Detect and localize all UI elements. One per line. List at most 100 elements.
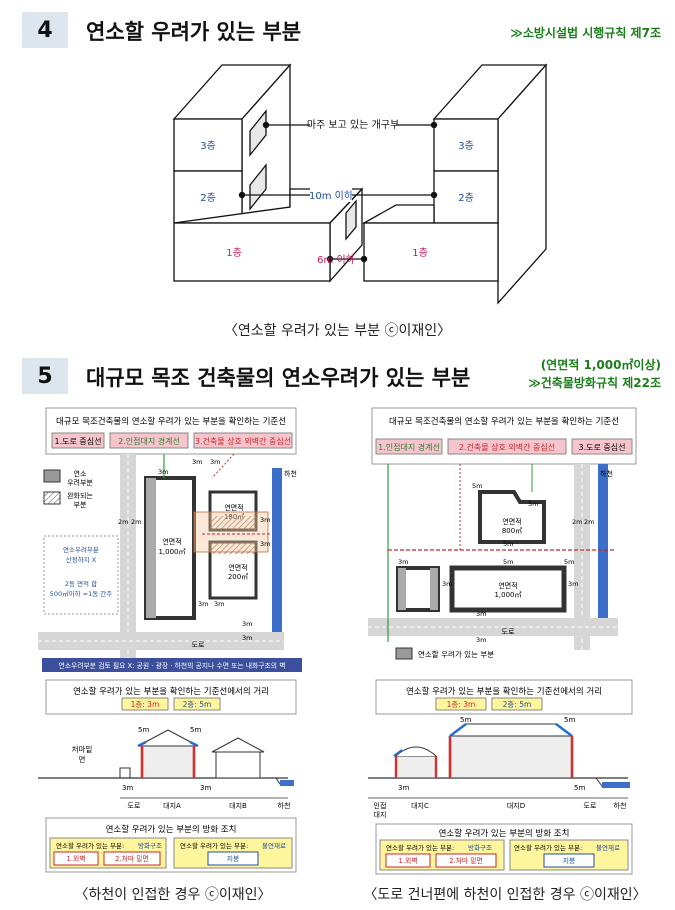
dim-3m: 3m xyxy=(122,784,133,792)
eaves-l1: 처마밑 xyxy=(72,745,93,754)
lot-adj-l2: 대지 xyxy=(374,810,387,819)
dim-3m: 3m xyxy=(476,636,486,644)
footnote: 연소우려부분 검토 필요 X: 공원 · 광장 · 하천의 공지나 수면 또는 … xyxy=(59,661,286,670)
measure-item-1: 1.외벽 xyxy=(67,854,86,863)
dim-3m: 3m xyxy=(158,468,168,476)
river-label: 하천 xyxy=(284,469,297,478)
measure-noncomb: 불연재료 xyxy=(596,843,620,852)
dim-5m: 5m xyxy=(472,482,482,490)
isometric-building-diagram: 마주 보고 있는 개구부 10m 이하 6m 이하 3층 2층 1층 3층 2층… xyxy=(172,63,548,305)
dim-2m: 2m xyxy=(572,518,582,526)
dim-5m: 5m xyxy=(190,726,201,734)
bldg-bottom-l2: 1,000㎡ xyxy=(494,591,521,599)
dim-3m: 3m xyxy=(242,634,252,642)
lot-a: 대지A xyxy=(163,801,181,810)
bldg-b-l2: 200㎡ xyxy=(228,573,248,581)
measure-fireproof-label: 연소할 우려가 있는 부분: xyxy=(56,841,124,850)
opening-label: 마주 보고 있는 개구부 xyxy=(307,119,399,131)
dim-5m: 5m xyxy=(528,500,538,508)
measure-noncomb: 불연재료 xyxy=(262,841,286,850)
dim-5m: 5m xyxy=(574,784,585,792)
measure-item-2: 2.처마 밑면 xyxy=(115,854,149,863)
lot-road: 도로 xyxy=(584,802,597,810)
dim-3m: 3m xyxy=(260,516,270,524)
left-panel-diagram: 대규모 목조건축물의 연소할 우려가 있는 부분을 확인하는 기준선 1.도로 … xyxy=(38,407,302,873)
dim-3m: 3m xyxy=(442,580,452,588)
distance-title: 연소할 우려가 있는 부분을 확인하는 기준선에서의 거리 xyxy=(406,686,602,697)
bldg-b-l1: 연면적 xyxy=(228,563,247,572)
dim-3m: 3m xyxy=(398,784,409,792)
legend-mitig-l1: 완화되는 xyxy=(67,491,93,500)
bldg-a-l1: 연면적 xyxy=(224,503,243,512)
regulation-reference: ≫소방시설법 시행규칙 제7조 xyxy=(510,26,661,40)
criterion-3: 3.도로 중심선 xyxy=(579,442,626,452)
dim-3m: 3m xyxy=(214,600,224,608)
section-title: 연소할 우려가 있는 부분 xyxy=(86,20,302,44)
dim-3m: 3m xyxy=(198,600,208,608)
distance-title: 연소할 우려가 있는 부분을 확인하는 기준선에서의 거리 xyxy=(73,686,269,697)
measure-item-1: 1.외벽 xyxy=(399,856,418,865)
legend-mitig-l2: 부분 xyxy=(74,501,87,509)
measure-roof: 지붕 xyxy=(563,856,576,865)
criterion-1: 1.도로 중심선 xyxy=(55,436,102,446)
river-label: 하천 xyxy=(600,469,613,478)
measure-roof: 지붕 xyxy=(227,854,240,863)
dim-3m: 3m xyxy=(398,558,408,566)
dist-2f: 2층: 5m xyxy=(183,700,212,709)
right-3f-front xyxy=(433,118,499,172)
dim-5m: 5m xyxy=(503,558,513,566)
left-caption: 〈하천이 인접한 경우 ⓒ이재인〉 xyxy=(74,887,272,903)
road-label: 도로 xyxy=(192,641,205,649)
legend-fire-l2: 우려부분 xyxy=(67,478,93,487)
distance-6m-label: 6m 이하 xyxy=(317,253,355,266)
measure-fireproof: 방화구조 xyxy=(468,843,492,852)
bldg-top-l1: 연면적 xyxy=(502,517,521,526)
dim-5m: 5m xyxy=(138,726,149,734)
lot-river: 하천 xyxy=(278,801,291,810)
criteria-header: 대규모 목조건축물의 연소할 우려가 있는 부분을 확인하는 기준선 xyxy=(389,416,619,427)
section4-caption: 〈연소할 우려가 있는 부분 ⓒ이재인〉 xyxy=(223,323,452,339)
lot-b: 대지B xyxy=(229,801,247,810)
measure-fireproof: 방화구조 xyxy=(138,841,162,850)
section-number: 4 xyxy=(22,12,68,48)
dim-3m: 3m xyxy=(568,580,578,588)
criterion-2: 2.건축물 상호 외벽간 중심선 xyxy=(459,442,555,452)
large-bldg-l2: 1,000㎡ xyxy=(158,548,185,556)
road-label: 도로 xyxy=(502,628,515,636)
regulation-reference: ≫건축물방화규칙 제22조 xyxy=(528,376,661,390)
dim-3m: 3m xyxy=(476,610,486,618)
lot-adj-l1: 인접 xyxy=(374,801,387,810)
bldg-top-l2: 800㎡ xyxy=(502,527,522,535)
measure-noncomb-label: 연소할 우려가 있는 부분: xyxy=(180,841,248,850)
dim-5m: 5m xyxy=(564,558,574,566)
note-l2: 산정하지 X xyxy=(66,555,97,564)
legend-fire-l1: 연소 xyxy=(74,470,87,478)
right-floor3-label: 3층 xyxy=(458,140,474,152)
measure-title: 연소할 우려가 있는 부분의 방화 조치 xyxy=(106,824,237,835)
section-title: 대규모 목조 건축물의 연소우려가 있는 부분 xyxy=(86,366,471,390)
dim-3m: 3m xyxy=(192,458,202,466)
lot-river: 하천 xyxy=(614,801,627,810)
dim-2m: 2m xyxy=(131,518,141,526)
dim-2m: 2m xyxy=(584,518,594,526)
dim-5m: 5m xyxy=(503,540,513,548)
bldg-bottom-l1: 연면적 xyxy=(498,581,517,590)
left-floor1-label: 1층 xyxy=(226,247,242,259)
note-l1: 연소우려부분 xyxy=(63,545,99,554)
right-1f-front xyxy=(363,222,499,282)
criterion-2: 2.인접대지 경계선 xyxy=(118,436,180,446)
measure-item-2: 2.처마 밑면 xyxy=(449,856,483,865)
left-floor3-label: 3층 xyxy=(200,140,216,152)
dim-5m: 5m xyxy=(460,716,471,724)
dim-3m: 3m xyxy=(242,620,252,628)
left-3f-front xyxy=(173,118,243,172)
criterion-1: 1.인접대지 경계선 xyxy=(378,442,440,452)
right-panel-diagram: 대규모 목조건축물의 연소할 우려가 있는 부분을 확인하는 기준선 1.인접대… xyxy=(368,407,637,875)
lot-c: 대지C xyxy=(411,801,429,810)
left-floor2-label: 2층 xyxy=(200,192,216,204)
measure-noncomb-label: 연소할 우려가 있는 부분: xyxy=(514,843,582,852)
dim-3m: 3m xyxy=(210,458,220,466)
section-number: 5 xyxy=(22,358,68,394)
dist-2f: 2층: 5m xyxy=(503,700,532,709)
distance-10m-label: 10m 이하 xyxy=(309,189,353,202)
